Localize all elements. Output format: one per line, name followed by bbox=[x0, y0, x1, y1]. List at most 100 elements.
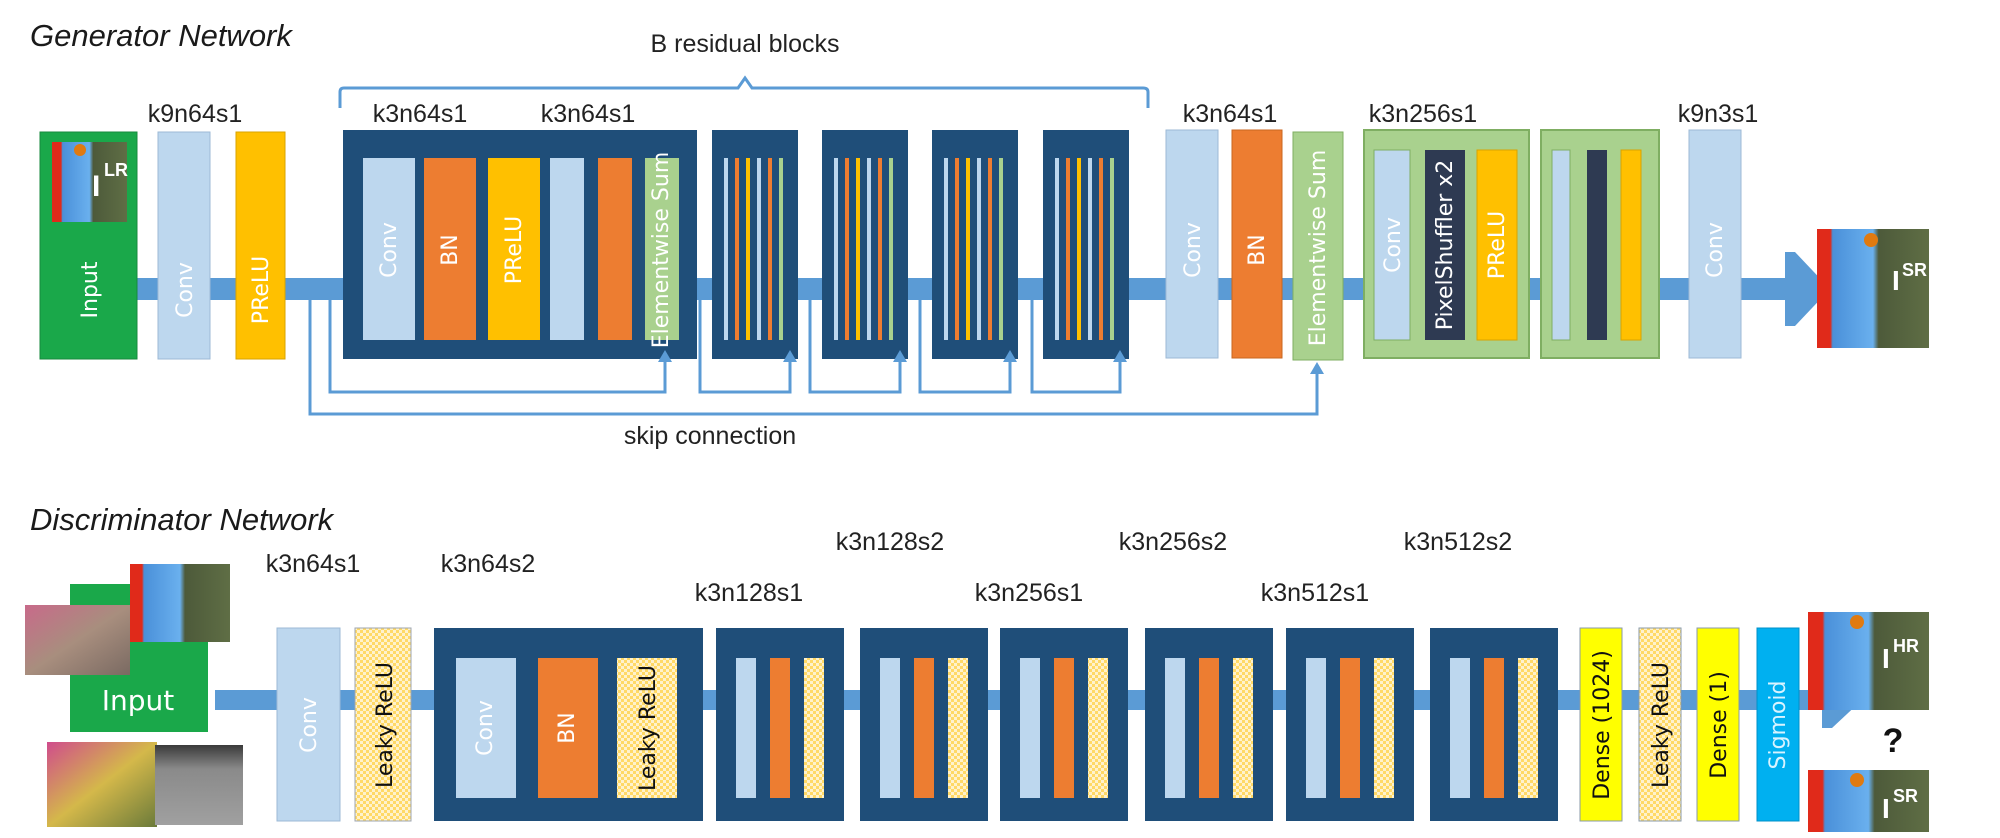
generator-arrow-head bbox=[1785, 252, 1830, 326]
residual-blocks-collapsed bbox=[712, 130, 1129, 359]
discriminator-block-collapsed bbox=[716, 628, 844, 821]
dense-leaky-relu-layer: Leaky ReLU bbox=[1638, 627, 1682, 822]
block-leaky-bar bbox=[1518, 658, 1538, 798]
sr-image-label: I bbox=[1892, 265, 1900, 296]
final-conv-label: Conv bbox=[1703, 222, 1728, 278]
res-bn-label: BN bbox=[438, 234, 463, 266]
residual-block-collapsed bbox=[712, 130, 798, 359]
param-final-conv: k9n3s1 bbox=[1678, 100, 1759, 128]
residual-sublayer-line bbox=[889, 158, 893, 340]
residual-sublayer-line bbox=[856, 158, 860, 340]
sigmoid-layer: Sigmoid bbox=[1756, 627, 1800, 822]
residual-sublayer-line bbox=[735, 158, 739, 340]
res-conv-label: Conv bbox=[377, 222, 402, 278]
block-leaky-bar bbox=[804, 658, 824, 798]
block-bn-bar bbox=[1199, 658, 1219, 798]
sr-image-sup: SR bbox=[1902, 260, 1927, 280]
sr-image-sup-disc: SR bbox=[1893, 786, 1918, 806]
discriminator-block-expanded: Conv BN Leaky ReLU bbox=[434, 628, 703, 821]
question-mark: ? bbox=[1883, 722, 1904, 760]
disc-block-conv-label: Conv bbox=[473, 700, 498, 756]
residual-sublayer-line bbox=[977, 158, 981, 340]
disc-conv-label: Conv bbox=[297, 697, 322, 753]
block-leaky-bar bbox=[1088, 658, 1108, 798]
block-leaky-bar bbox=[948, 658, 968, 798]
discriminator-input-label: Input bbox=[102, 684, 175, 717]
dense-leaky-label: Leaky ReLU bbox=[1649, 662, 1674, 788]
upsample-block-1: Conv PixelShuffler x2 PReLU bbox=[1363, 129, 1530, 359]
generator-title: Generator Network bbox=[30, 18, 293, 53]
discriminator-blocks-collapsed bbox=[716, 628, 1558, 821]
residual-sublayer-line bbox=[768, 158, 772, 340]
residual-skip-lines bbox=[328, 300, 1127, 394]
pixel-shuffler-label: PixelShuffler x2 bbox=[1433, 160, 1458, 331]
param-post-conv: k3n64s1 bbox=[1183, 100, 1278, 128]
skip-connection-label: skip connection bbox=[624, 422, 796, 450]
param-disc-block4: k3n256s1 bbox=[975, 579, 1083, 607]
residual-block-expanded: Conv BN PReLU Elementwise Sum bbox=[343, 130, 697, 359]
residual-sublayer-line bbox=[878, 158, 882, 340]
param-disc-block6: k3n512s1 bbox=[1261, 579, 1369, 607]
discriminator-input-block: Input bbox=[25, 564, 243, 827]
generator-input-label: Input bbox=[78, 261, 103, 318]
param-res-conv1: k3n64s1 bbox=[373, 100, 468, 128]
generator-post-sum: Elementwise Sum bbox=[1292, 131, 1344, 361]
dense-1024-layer: Dense (1024) bbox=[1579, 627, 1623, 822]
residual-sublayer-line bbox=[1055, 158, 1059, 340]
post-bn-label: BN bbox=[1245, 234, 1270, 266]
disc-leaky-label: Leaky ReLU bbox=[373, 662, 398, 788]
res-prelu-label: PReLU bbox=[502, 216, 527, 284]
residual-sublayer-line bbox=[1088, 158, 1092, 340]
dense-1-layer: Dense (1) bbox=[1696, 627, 1740, 822]
param-disc-block2: k3n128s1 bbox=[695, 579, 803, 607]
discriminator-first-conv: Conv bbox=[276, 627, 341, 822]
generator-post-bn: BN bbox=[1231, 129, 1283, 359]
input-thumb-boat bbox=[155, 745, 243, 825]
upsample-block-2 bbox=[1540, 129, 1660, 359]
residual-sublayer-line bbox=[746, 158, 750, 340]
residual-block-collapsed bbox=[1043, 130, 1129, 359]
discriminator-title: Discriminator Network bbox=[30, 502, 335, 537]
residual-sublayer-line bbox=[867, 158, 871, 340]
residual-sublayer-line bbox=[757, 158, 761, 340]
generator-first-conv: Conv bbox=[157, 131, 211, 360]
residual-sublayer-line bbox=[1066, 158, 1070, 340]
upsample-prelu-label: PReLU bbox=[1485, 211, 1510, 279]
disc-block-leaky-label: Leaky ReLU bbox=[636, 665, 661, 791]
block-conv-bar bbox=[736, 658, 756, 798]
residual-sublayer-line bbox=[779, 158, 783, 340]
residual-sublayer-line bbox=[999, 158, 1003, 340]
dense-1-label: Dense (1) bbox=[1707, 671, 1732, 779]
discriminator-block-collapsed bbox=[860, 628, 988, 821]
long-skip-connection bbox=[308, 300, 1324, 416]
residual-sublayer-line bbox=[1077, 158, 1081, 340]
sr-image-label-disc: I bbox=[1882, 793, 1890, 824]
hr-image-sup: HR bbox=[1893, 636, 1919, 656]
residual-blocks-label: B residual blocks bbox=[651, 30, 840, 58]
block-bn-bar bbox=[770, 658, 790, 798]
residual-sublayer-line bbox=[845, 158, 849, 340]
sigmoid-label: Sigmoid bbox=[1766, 680, 1791, 769]
discriminator-block-collapsed bbox=[1286, 628, 1414, 821]
block-conv-bar bbox=[1450, 658, 1470, 798]
param-disc-first: k3n64s1 bbox=[266, 550, 361, 578]
lr-image-label: I bbox=[92, 170, 100, 203]
residual-sublayer-line bbox=[1110, 158, 1114, 340]
block-conv-bar bbox=[880, 658, 900, 798]
disc-block-bn-label: BN bbox=[555, 712, 580, 744]
block-bn-bar bbox=[1340, 658, 1360, 798]
prelu-label: PReLU bbox=[249, 256, 274, 324]
sr-output-image: I SR bbox=[1817, 229, 1929, 348]
block-conv-bar bbox=[1020, 658, 1040, 798]
generator-final-conv: Conv bbox=[1688, 129, 1742, 359]
dense-1024-label: Dense (1024) bbox=[1590, 650, 1615, 800]
block-bn-bar bbox=[1054, 658, 1074, 798]
generator-input-block: I LR Input bbox=[39, 131, 138, 360]
upsample-conv-label: Conv bbox=[1381, 217, 1406, 273]
block-leaky-bar bbox=[1233, 658, 1253, 798]
lr-image-sup: LR bbox=[104, 160, 128, 180]
residual-sublayer-line bbox=[1099, 158, 1103, 340]
discriminator-block-collapsed bbox=[1145, 628, 1273, 821]
block-bn-bar bbox=[914, 658, 934, 798]
